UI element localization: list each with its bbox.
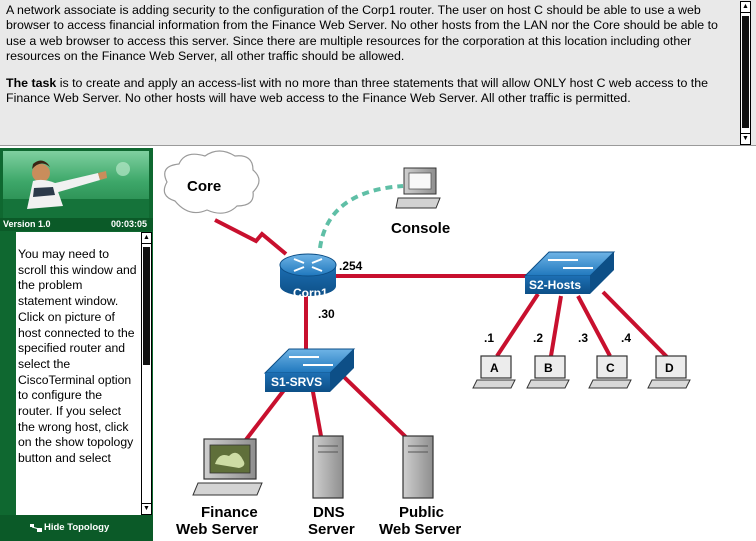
- core-label: Core: [187, 178, 221, 195]
- problem-statement-text: A network associate is adding security t…: [6, 3, 732, 117]
- console-pc-icon[interactable]: [395, 167, 441, 209]
- timer: 00:03:05: [110, 219, 147, 229]
- sidebar: Version 1.0 00:03:05 You may need to scr…: [0, 148, 153, 541]
- host-b[interactable]: .2 B: [526, 331, 570, 389]
- problem-task: The task is to create and apply an acces…: [6, 76, 732, 107]
- person-illustration-icon: [3, 160, 149, 218]
- router-label: Corp1: [293, 286, 328, 300]
- task-body: is to create and apply an access-list wi…: [6, 75, 709, 106]
- instructions-scroll-thumb[interactable]: [143, 247, 150, 365]
- s2-to-c-link: [576, 295, 612, 357]
- topology-icon: [30, 524, 42, 532]
- host-c-ip: .3: [578, 331, 588, 345]
- host-a-label: A: [490, 361, 499, 375]
- public-web-server[interactable]: [402, 435, 434, 499]
- s1-to-public-link: [341, 374, 412, 443]
- host-a-ip: .1: [484, 331, 494, 345]
- problem-scrollbar[interactable]: ▲ ▼: [740, 1, 751, 145]
- hide-topology-button[interactable]: Hide Topology: [0, 515, 153, 541]
- server-tower-icon: [312, 435, 344, 499]
- host-d-label: D: [665, 361, 674, 375]
- version-bar: Version 1.0 00:03:05: [0, 218, 153, 231]
- pc-icon: [655, 355, 687, 379]
- switch-s2-label: S2-Hosts: [529, 278, 581, 292]
- problem-scroll-thumb[interactable]: [742, 16, 749, 128]
- s2-to-b-link: [549, 295, 563, 357]
- host-d[interactable]: .4 D: [621, 331, 691, 389]
- dns-label-2: Server: [308, 521, 355, 538]
- scroll-down-arrow-icon[interactable]: ▼: [740, 133, 751, 145]
- finance-web-server[interactable]: [192, 438, 263, 496]
- router-icon[interactable]: [279, 253, 337, 296]
- switch-s2-icon[interactable]: [523, 251, 616, 294]
- problem-intro: A network associate is adding security t…: [6, 3, 718, 64]
- scroll-down-arrow-icon[interactable]: ▼: [141, 503, 152, 515]
- banner-image: [3, 151, 149, 218]
- dns-label-1: DNS: [313, 504, 345, 521]
- router-down-ip: .30: [318, 307, 335, 321]
- host-d-ip: .4: [621, 331, 631, 345]
- console-label: Console: [391, 220, 450, 237]
- server-tower-icon: [402, 435, 434, 499]
- task-heading: The task: [6, 75, 57, 90]
- core-serial-link: [214, 218, 288, 256]
- host-c[interactable]: .3 C: [578, 331, 632, 389]
- scroll-up-arrow-icon[interactable]: ▲: [740, 1, 751, 13]
- problem-statement-panel: A network associate is adding security t…: [0, 0, 756, 146]
- finance-label-2: Web Server: [176, 521, 258, 538]
- instructions-panel: You may need to scroll this window and t…: [16, 232, 152, 515]
- hide-topology-label: Hide Topology: [44, 522, 110, 533]
- host-c-label: C: [606, 361, 615, 375]
- router-right-ip: .254: [339, 259, 363, 273]
- host-b-label: B: [544, 361, 553, 375]
- console-link: [318, 184, 404, 249]
- dns-server[interactable]: [312, 435, 344, 499]
- pc-icon: [596, 355, 628, 379]
- network-topology: Core Console Corp1 .254 .30 S2-Hosts: [163, 150, 691, 538]
- core-cloud-icon: [163, 150, 260, 214]
- switch-s1-icon[interactable]: [263, 348, 356, 392]
- finance-label-1: Finance: [201, 504, 258, 521]
- host-a[interactable]: .1 A: [472, 331, 516, 389]
- s2-to-a-link: [495, 292, 540, 358]
- public-label-2: Web Server: [379, 521, 461, 538]
- public-label-1: Public: [399, 504, 444, 521]
- pc-icon: [534, 355, 566, 379]
- pc-icon: [480, 355, 512, 379]
- scroll-up-arrow-icon[interactable]: ▲: [141, 232, 152, 244]
- s2-to-d-link: [601, 290, 670, 360]
- host-b-ip: .2: [533, 331, 543, 345]
- switch-s1-label: S1-SRVS: [271, 375, 322, 389]
- version-label: Version 1.0: [3, 219, 51, 229]
- instructions-text: You may need to scroll this window and t…: [18, 247, 137, 466]
- instructions-scrollbar[interactable]: ▲ ▼: [141, 232, 152, 515]
